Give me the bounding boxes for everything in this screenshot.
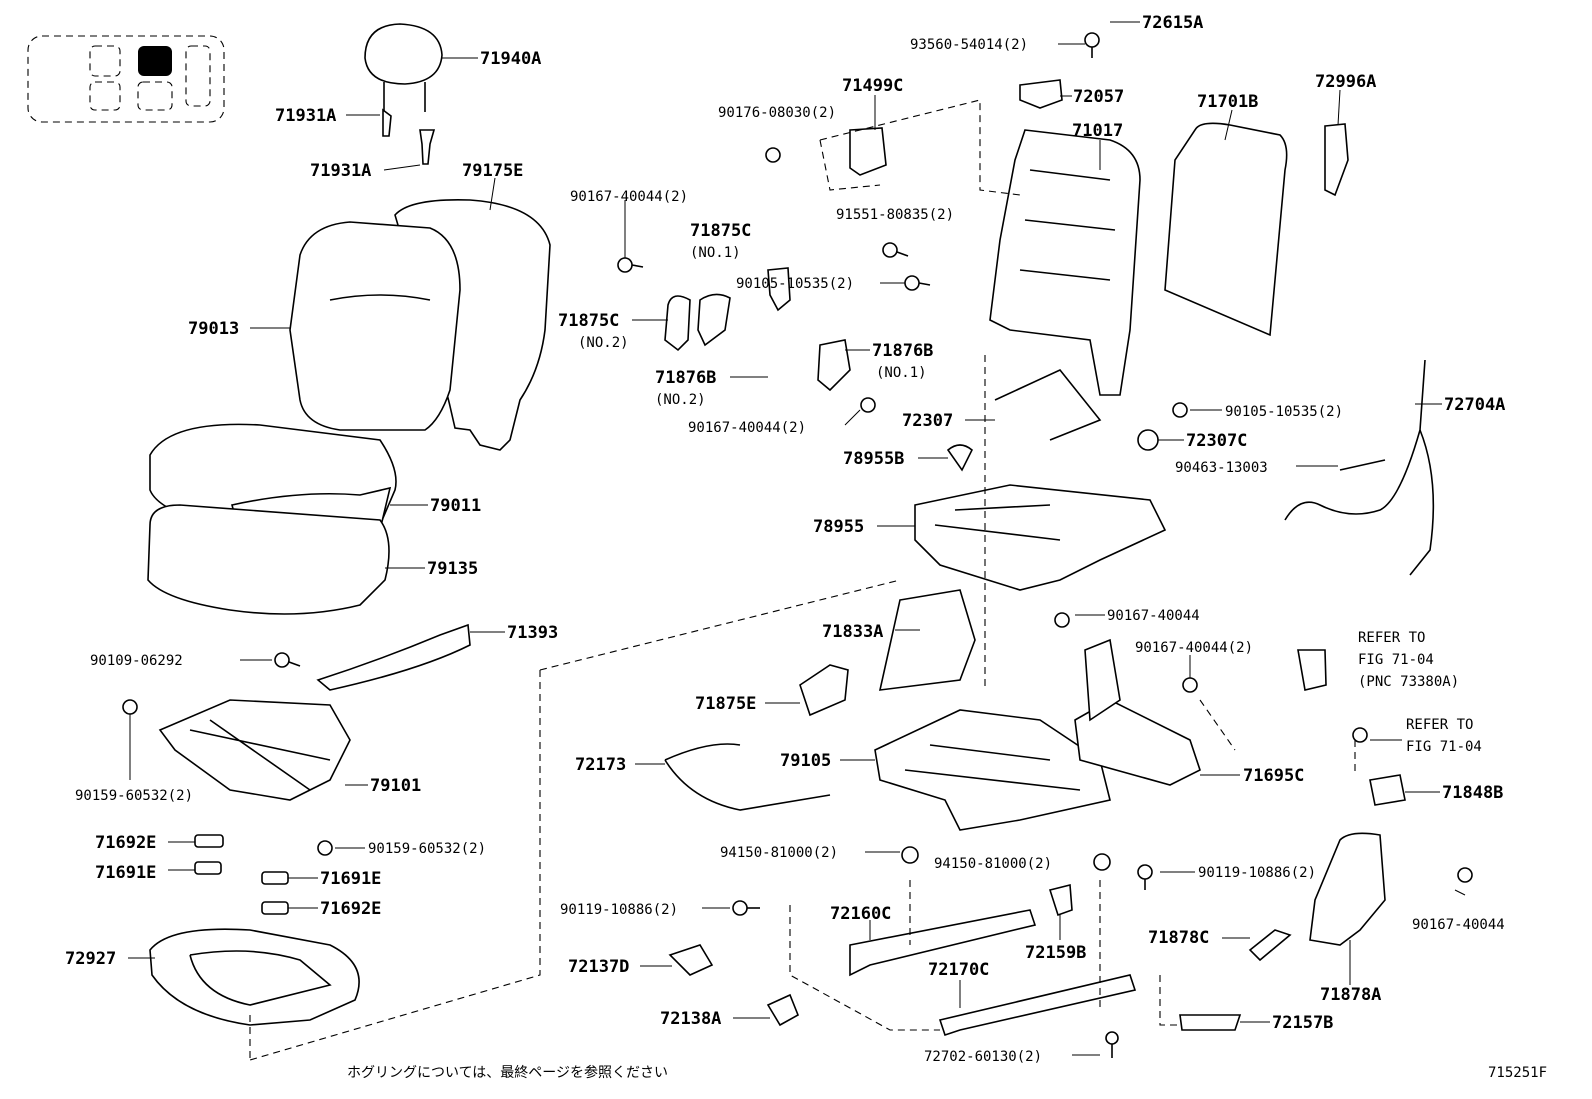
callout-94150-81000-b: 94150-81000(2) [934,856,1052,872]
callout-71875C-no1-note: (NO.1) [690,245,741,261]
callout-78955: 78955 [813,517,864,537]
refer-to-2: REFER TO [1406,717,1473,733]
seat-position-icon [27,35,225,123]
callout-79105: 79105 [780,751,831,771]
callout-71701B: 71701B [1197,92,1258,112]
callout-72615A: 72615A [1142,13,1203,33]
fastener-drawings [122,32,1473,1058]
callout-79013: 79013 [188,319,239,339]
callout-71875C-no2: 71875C [558,311,619,331]
callout-90105-10535-b: 90105-10535(2) [1225,404,1343,420]
callout-90167-40044-c: 90167-40044 [1107,608,1200,624]
headrest-drawing [364,23,443,165]
callout-72159B: 72159B [1025,943,1086,963]
callout-71695C: 71695C [1243,766,1304,786]
callout-71878A: 71878A [1320,985,1381,1005]
side-cover-drawing [1248,649,1406,962]
seat-track-drawing [668,883,1242,1037]
refer-to-1-fig: FIG 71-04 [1358,652,1434,668]
callout-90176-08030: 90176-08030(2) [718,105,836,121]
cable-drawing [1284,359,1435,576]
callout-93560-54014: 93560-54014(2) [910,37,1028,53]
callout-79175E: 79175E [462,161,523,181]
callout-71875E: 71875E [695,694,756,714]
callout-71833A: 71833A [822,622,883,642]
lower-parts-drawing [149,623,471,1026]
bracket-drawings [664,267,1159,472]
callout-79011: 79011 [430,496,481,516]
callout-72704A: 72704A [1444,395,1505,415]
seat-adjuster-drawing [664,589,1201,831]
figure-id: 715251F [1488,1065,1547,1081]
callout-90167-40044-a: 90167-40044(2) [570,189,688,205]
callout-90159-60532-a: 90159-60532(2) [75,788,193,804]
footnote: ホグリングについては、最終ページを参照ください [347,1064,668,1081]
refer-to-1: REFER TO [1358,630,1425,646]
callout-72157B: 72157B [1272,1013,1333,1033]
seat-cushion-drawing [147,423,397,615]
seatback-cover-drawing [289,198,551,451]
callout-71876B-no1: 71876B [872,341,933,361]
callout-71940A: 71940A [480,49,541,69]
callout-72702-60130: 72702-60130(2) [924,1049,1042,1065]
callout-79135: 79135 [427,559,478,579]
callout-79101: 79101 [370,776,421,796]
callout-71692E: 71692E [95,833,156,853]
callout-72927: 72927 [65,949,116,969]
callout-71691E: 71691E [95,863,156,883]
callout-72137D: 72137D [568,957,629,977]
callout-71017: 71017 [1072,121,1123,141]
callout-78955B: 78955B [843,449,904,469]
callout-71691E-2: 71691E [320,869,381,889]
callout-72307C: 72307C [1186,431,1247,451]
callout-90119-10886-a: 90119-10886(2) [560,902,678,918]
callout-71931A: 71931A [275,106,336,126]
callout-71393: 71393 [507,623,558,643]
callout-91551-80835: 91551-80835(2) [836,207,954,223]
callout-72138A: 72138A [660,1009,721,1029]
callout-90119-10886-b: 90119-10886(2) [1198,865,1316,881]
callout-71875C-no1: 71875C [690,221,751,241]
callout-labels: 71940A 71931A 71931A 79175E 79013 79011 … [65,13,1505,1065]
callout-90167-40044-b: 90167-40044(2) [688,420,806,436]
callout-71931A-2: 71931A [310,161,371,181]
callout-90463-13003: 90463-13003 [1175,460,1268,476]
callout-71876B-no1-note: (NO.1) [876,365,927,381]
callout-72173: 72173 [575,755,626,775]
refer-to-1-pnc: (PNC 73380A) [1358,674,1459,690]
callout-94150-81000-a: 94150-81000(2) [720,845,838,861]
callout-71876B-no2-note: (NO.2) [655,392,706,408]
callout-71878C: 71878C [1148,928,1209,948]
callout-72996A: 72996A [1315,72,1376,92]
callout-90167-40044-d: 90167-40044(2) [1135,640,1253,656]
cushion-frame-drawing [914,369,1167,591]
refer-to-2-fig: FIG 71-04 [1406,739,1482,755]
callout-72160C: 72160C [830,904,891,924]
callout-71499C: 71499C [842,76,903,96]
callout-71692E-2: 71692E [320,899,381,919]
callout-90167-40044-e: 90167-40044 [1412,917,1505,933]
callout-72057: 72057 [1073,87,1124,107]
seatback-frame-drawing [849,79,1349,396]
callout-71875C-no2-note: (NO.2) [578,335,629,351]
callout-90159-60532-b: 90159-60532(2) [368,841,486,857]
callout-71848B: 71848B [1442,783,1503,803]
reference-lines [249,99,1356,1061]
callout-90105-10535-a: 90105-10535(2) [736,276,854,292]
callout-90109-06292: 90109-06292 [90,653,183,669]
callout-72170C: 72170C [928,960,989,980]
callout-72307: 72307 [902,411,953,431]
callout-71876B-no2: 71876B [655,368,716,388]
